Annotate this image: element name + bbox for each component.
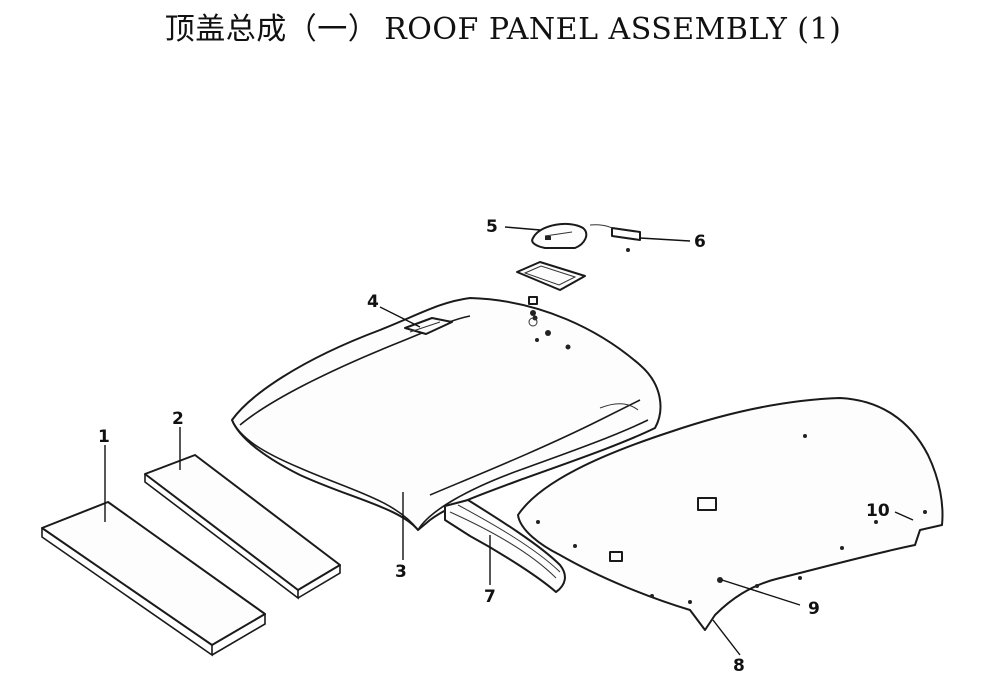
part-2-board: [144, 454, 341, 600]
part-1-board: [41, 501, 266, 657]
part-5-roof-lamp: [531, 222, 588, 249]
page-title: 顶盖总成（一）ROOF PANEL ASSEMBLY (1): [0, 4, 1000, 48]
callout-8: 8: [733, 656, 745, 676]
callout-5: 5: [486, 217, 498, 237]
callout-10: 10: [866, 501, 890, 521]
part-3-roof-panel: [231, 297, 662, 531]
leader-lines: [104, 226, 914, 656]
part-6-bracket: [589, 224, 641, 252]
lamp-gasket: [516, 261, 586, 291]
callout-9: 9: [808, 599, 820, 619]
callout-3: 3: [395, 562, 407, 582]
page-title-zh: 顶盖总成（一）: [164, 12, 379, 47]
fastener-stack: [528, 296, 538, 327]
callout-6: 6: [694, 232, 706, 252]
part-7-side-rail: [444, 499, 566, 593]
callout-4: 4: [367, 292, 379, 312]
callout-2: 2: [172, 409, 184, 429]
callout-7: 7: [484, 587, 496, 607]
page-title-en: ROOF PANEL ASSEMBLY (1): [384, 12, 842, 47]
callout-1: 1: [98, 427, 110, 447]
part-8-headliner: [517, 397, 944, 631]
